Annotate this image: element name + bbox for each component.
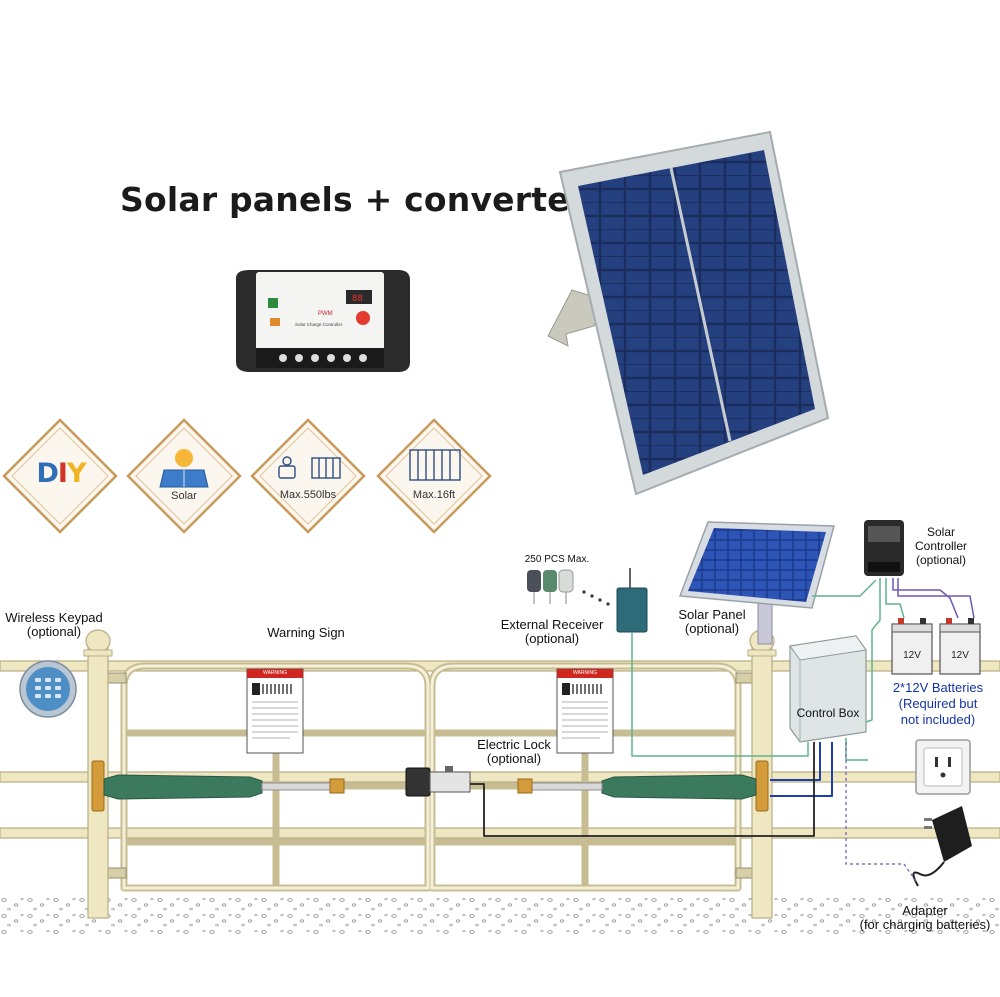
external-receiver-title: External Receiver — [500, 617, 604, 632]
wire-adapter-box — [845, 742, 919, 885]
warning-sign-right-header: WARNING — [573, 670, 597, 676]
diy-letter-y: Y — [66, 458, 87, 489]
battery-right-voltage: 12V — [951, 650, 969, 661]
wire-lock-box — [470, 742, 815, 837]
badge-weight — [250, 418, 366, 534]
controller-caption: Solar Charge Controller — [295, 322, 343, 327]
wireless-keypad-note: (optional) — [26, 624, 82, 639]
warning-sign-left — [246, 668, 304, 754]
adapter-title: Adapter — [902, 903, 948, 918]
control-box-label: Control Box — [796, 706, 860, 720]
remotes-max-label: 250 PCS Max. — [524, 554, 590, 565]
actuator-left — [91, 760, 345, 812]
wire-receiver-box — [631, 632, 809, 757]
external-receiver-note: (optional) — [524, 631, 580, 646]
solar-controller-label: Solar Controller (optional) — [902, 525, 980, 567]
svg-text:88: 88 — [352, 294, 363, 304]
battery-left-voltage: 12V — [903, 650, 921, 661]
badge-length — [376, 418, 492, 534]
external-receiver — [616, 568, 648, 633]
badge-weight-label: Max.550lbs — [279, 489, 337, 501]
badge-solar-label: Solar — [171, 490, 197, 502]
wireless-keypad — [19, 660, 77, 718]
warning-sign-right — [556, 668, 614, 754]
control-box — [789, 635, 867, 743]
battery-right — [939, 618, 981, 675]
solar-panel-note: (optional) — [684, 621, 740, 636]
batteries-label: 2*12V Batteries (Required but not includ… — [880, 680, 996, 728]
power-adapter — [912, 806, 972, 887]
badge-diy-label: DIY — [26, 458, 96, 489]
wire-panel-controller — [812, 579, 877, 597]
solar-panel-label: Solar Panel (optional) — [668, 608, 756, 636]
batteries-note-2: not included) — [900, 712, 976, 727]
adapter-label: Adapter (for charging batteries) — [852, 904, 998, 932]
wire-box-actuator-right — [770, 742, 821, 781]
solar-controller-title-1: Solar — [926, 525, 955, 539]
wire-controller-box — [865, 578, 881, 723]
wireless-keypad-title: Wireless Keypad — [5, 610, 103, 625]
diy-letter-d: D — [36, 458, 58, 489]
warning-sign-label: Warning Sign — [267, 625, 345, 640]
sun-icon — [175, 449, 193, 467]
adapter-note: (for charging batteries) — [859, 917, 991, 932]
badge-length-label: Max.16ft — [412, 489, 456, 501]
actuator-right — [517, 760, 769, 812]
ground — [0, 895, 1000, 935]
wireless-keypad-label: Wireless Keypad (optional) — [2, 611, 106, 639]
solar-panel-title: Solar Panel — [678, 607, 746, 622]
electric-lock-note: (optional) — [486, 751, 542, 766]
solar-controller-note: (optional) — [915, 553, 967, 567]
charge-controller-product: 88 PWM Solar Charge Controller — [236, 270, 410, 372]
diy-letter-i: I — [57, 458, 68, 489]
warning-sign-left-header: WARNING — [263, 670, 287, 676]
gate-length-icon — [409, 449, 461, 481]
page-title: Solar panels + converter — [120, 180, 587, 219]
batteries-title: 2*12V Batteries — [892, 680, 984, 695]
external-receiver-label: External Receiver (optional) — [490, 618, 614, 646]
solar-panel-product — [547, 130, 830, 496]
electric-lock-title: Electric Lock — [477, 737, 551, 752]
batteries-note-1: (Required but — [898, 696, 978, 711]
controller-brand: PWM — [318, 311, 333, 317]
weight-icon — [278, 456, 341, 479]
electric-lock-label: Electric Lock (optional) — [466, 738, 562, 766]
diagram-solar-controller — [864, 520, 904, 576]
badge-diy — [2, 418, 118, 534]
wall-outlet — [915, 739, 971, 795]
battery-left — [891, 618, 933, 675]
solar-controller-title-2: Controller — [914, 539, 968, 553]
diagram-solar-panel — [678, 521, 835, 609]
remote-controls — [527, 569, 610, 606]
electric-lock — [405, 766, 471, 797]
badge-solar — [126, 418, 242, 534]
